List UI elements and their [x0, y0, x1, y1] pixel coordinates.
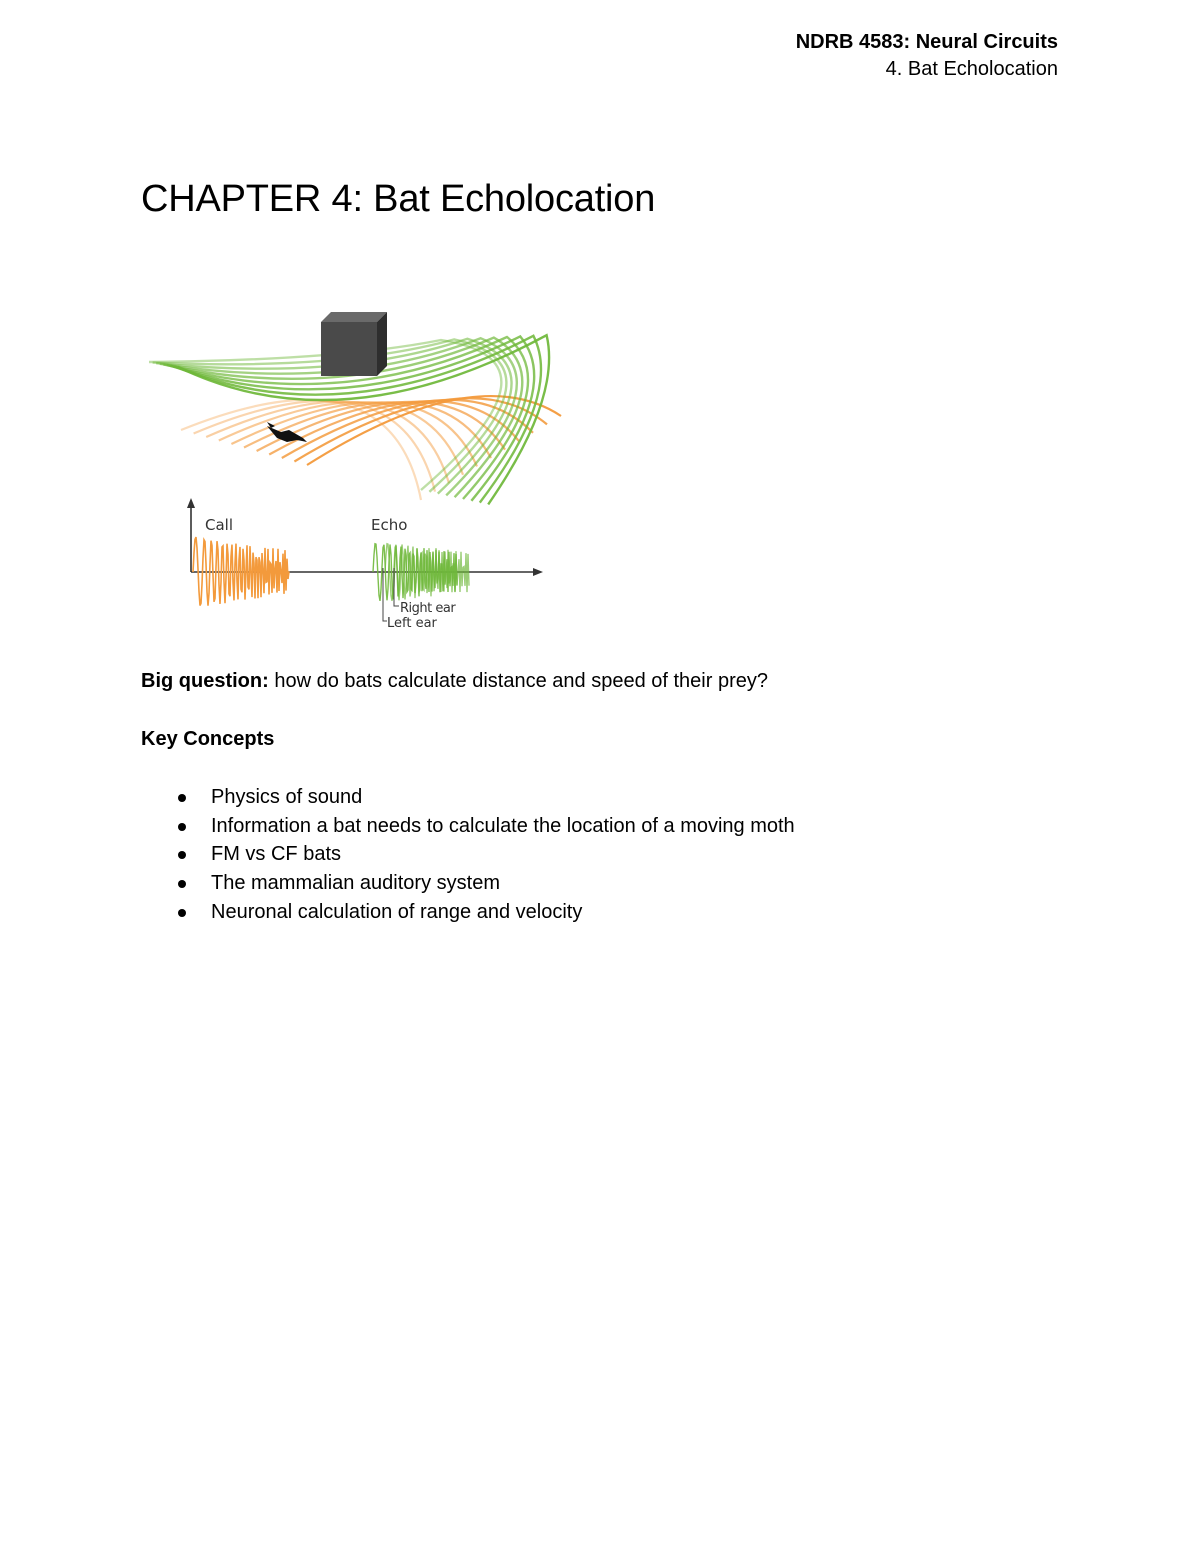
sound-wave-arcs	[148, 333, 562, 506]
right-ear-label: Right ear	[400, 601, 456, 616]
bullet-icon	[178, 880, 186, 889]
ear-markers	[382, 568, 399, 622]
key-concepts-heading: Key Concepts	[141, 728, 275, 750]
list-item: Physics of sound	[141, 783, 795, 812]
page-header: NDRB 4583: Neural Circuits 4. Bat Echolo…	[796, 29, 1058, 83]
list-item: Neuronal calculation of range and veloci…	[141, 898, 795, 927]
bat-icon	[267, 422, 307, 442]
echo-label: Echo	[371, 516, 407, 534]
big-question-text: how do bats calculate distance and speed…	[268, 670, 768, 692]
cube-object-icon	[321, 312, 387, 376]
list-item: FM vs CF bats	[141, 840, 795, 869]
bullet-icon	[178, 908, 186, 917]
big-question: Big question: how do bats calculate dist…	[141, 670, 768, 693]
call-waveform	[192, 536, 290, 606]
left-ear-label: Left ear	[387, 616, 438, 631]
call-label: Call	[205, 516, 233, 534]
chapter-title: CHAPTER 4: Bat Echolocation	[141, 178, 656, 220]
big-question-label: Big question:	[141, 670, 269, 692]
bullet-icon	[178, 822, 186, 831]
section-title: 4. Bat Echolocation	[885, 58, 1058, 80]
course-title: NDRB 4583: Neural Circuits	[795, 31, 1058, 53]
list-item: The mammalian auditory system	[141, 869, 795, 898]
bullet-icon	[178, 794, 186, 802]
bullet-icon	[178, 851, 186, 860]
echolocation-figure: Call Echo Right ear Left ear	[148, 312, 562, 631]
echo-waveform	[372, 542, 470, 602]
key-concepts-list: Physics of sound Information a bat needs…	[141, 783, 795, 927]
list-item: Information a bat needs to calculate the…	[141, 812, 795, 841]
